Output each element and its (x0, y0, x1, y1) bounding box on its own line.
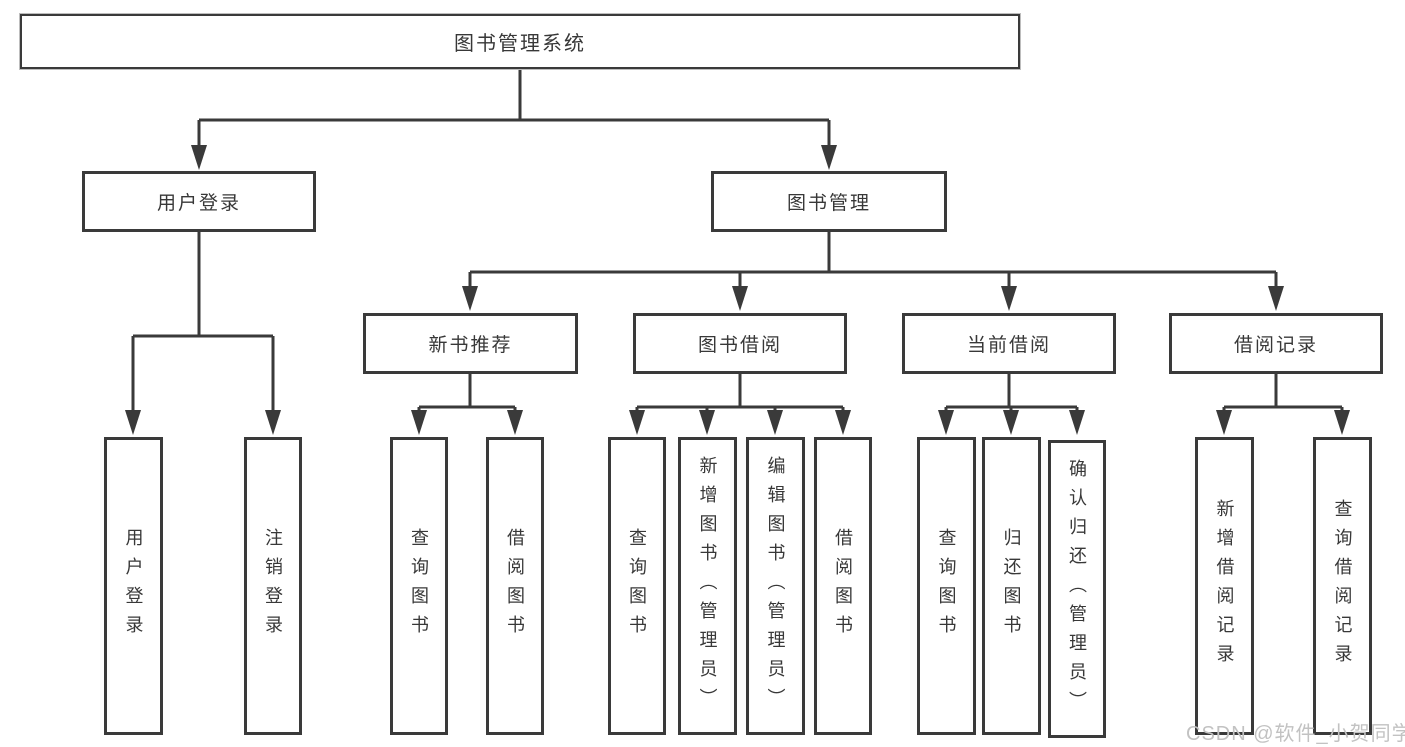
connector-user-login-to-leaves (131, 232, 275, 411)
connector-recommend-to-leaves (417, 374, 517, 411)
arrowheads (125, 145, 1350, 435)
leaf-confirm-return-admin: 确认归还（管理员） (1048, 440, 1106, 738)
node-library-system: 图书管理系统 (20, 14, 1020, 69)
leaf-return-books: 归还图书 (982, 437, 1041, 735)
connector-current-to-leaves (944, 374, 1079, 411)
connector-borrow-to-leaves (635, 374, 845, 411)
csdn-watermark: CSDN @软件_小贺同学 (1186, 723, 1405, 745)
leaf-current-query-books: 查询图书 (917, 437, 976, 735)
leaf-recommend-query-books: 查询图书 (390, 437, 448, 735)
node-user-login: 用户登录 (82, 171, 316, 232)
connector-root-to-level2 (197, 68, 831, 146)
leaf-logout: 注销登录 (244, 437, 302, 735)
node-new-book-recommend: 新书推荐 (363, 313, 578, 374)
connector-records-to-leaves (1222, 374, 1344, 411)
leaf-add-borrow-record: 新增借阅记录 (1195, 437, 1254, 735)
leaf-user-login: 用户登录 (104, 437, 163, 735)
leaf-query-borrow-record: 查询借阅记录 (1313, 437, 1372, 735)
node-book-borrowing: 图书借阅 (633, 313, 847, 374)
leaf-borrowing-borrow-books: 借阅图书 (814, 437, 872, 735)
leaf-edit-books-admin: 编辑图书（管理员） (746, 437, 805, 735)
leaf-add-books-admin: 新增图书（管理员） (678, 437, 737, 735)
leaf-borrowing-query-books: 查询图书 (608, 437, 666, 735)
connector-book-mgmt-to-level3 (468, 232, 1278, 287)
leaf-recommend-borrow-books: 借阅图书 (486, 437, 544, 735)
node-borrowing-records: 借阅记录 (1169, 313, 1383, 374)
node-book-management: 图书管理 (711, 171, 947, 232)
node-current-borrowing: 当前借阅 (902, 313, 1116, 374)
